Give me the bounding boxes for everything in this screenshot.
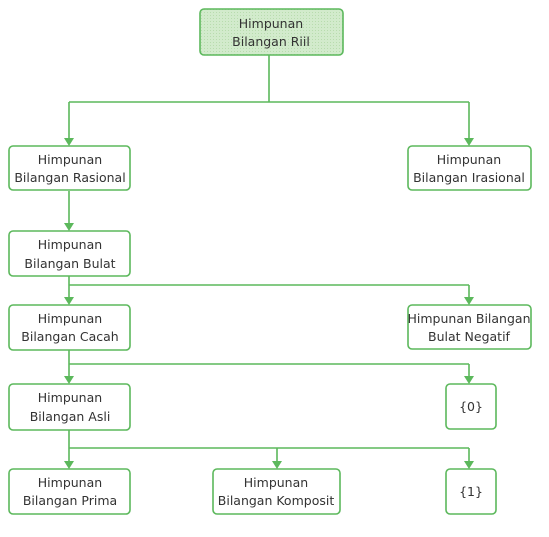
arrowhead-bulat-negatif xyxy=(464,297,474,305)
node-label-line-2: Bilangan Prima xyxy=(23,493,117,508)
node-box xyxy=(8,468,131,515)
node-riil: Himpunan Bilangan Riil xyxy=(199,8,344,56)
arrowhead-satu xyxy=(464,461,474,469)
arrowhead-bulat xyxy=(64,223,74,231)
node-label-line-1: Himpunan xyxy=(38,390,102,405)
edge-cacah-children xyxy=(68,350,470,377)
node-label-line-2: Bulat Negatif xyxy=(428,329,511,344)
node-label-line-2: Bilangan Asli xyxy=(30,409,111,424)
node-label-line-1: Himpunan xyxy=(244,475,308,490)
node-bulat-negatif: Himpunan Bilangan Bulat Negatif xyxy=(407,304,532,350)
edge-bulat-children xyxy=(68,276,470,298)
arrowhead-nol xyxy=(464,376,474,384)
node-label-line-1: {1} xyxy=(459,484,483,499)
node-box xyxy=(199,8,344,56)
node-box xyxy=(212,468,341,515)
arrowhead-irasional xyxy=(464,138,474,146)
node-bulat: Himpunan Bilangan Bulat xyxy=(8,230,131,277)
node-box xyxy=(8,383,131,431)
edge-asli-children xyxy=(68,430,470,462)
node-nol: {0} xyxy=(445,383,497,430)
node-satu: {1} xyxy=(445,468,497,515)
arrowhead-rasional xyxy=(64,138,74,146)
arrowhead-komposit xyxy=(272,461,282,469)
node-label-line-1: Himpunan xyxy=(437,152,501,167)
node-label-line-2: Bilangan Cacah xyxy=(21,329,118,344)
node-label-line-2: Bilangan Komposit xyxy=(218,493,335,508)
arrowhead-prima xyxy=(64,461,74,469)
node-label-line-1: Himpunan xyxy=(38,237,102,252)
node-box xyxy=(8,304,131,351)
node-box xyxy=(445,383,497,430)
node-box xyxy=(8,145,131,191)
node-label-line-2: Bilangan Rasional xyxy=(14,170,125,185)
node-asli: Himpunan Bilangan Asli xyxy=(8,383,131,431)
node-box xyxy=(445,468,497,515)
node-box xyxy=(407,304,532,350)
node-prima: Himpunan Bilangan Prima xyxy=(8,468,131,515)
node-rasional: Himpunan Bilangan Rasional xyxy=(8,145,131,191)
connector-lines xyxy=(64,55,474,469)
node-irasional: Himpunan Bilangan Irasional xyxy=(407,145,532,191)
node-label-line-2: Bilangan Riil xyxy=(232,34,310,49)
edge-riil-children xyxy=(68,55,470,140)
node-label-line-1: Himpunan xyxy=(239,16,303,31)
node-label-line-1: Himpunan xyxy=(38,152,102,167)
node-cacah: Himpunan Bilangan Cacah xyxy=(8,304,131,351)
node-label-line-2: Bilangan Irasional xyxy=(413,170,525,185)
arrowhead-asli xyxy=(64,376,74,384)
node-box xyxy=(8,230,131,277)
arrowhead-cacah xyxy=(64,297,74,305)
node-label-line-1: {0} xyxy=(459,399,483,414)
node-label-line-1: Himpunan Bilangan xyxy=(407,311,530,326)
node-komposit: Himpunan Bilangan Komposit xyxy=(212,468,341,515)
node-label-line-2: Bilangan Bulat xyxy=(24,256,115,271)
node-label-line-1: Himpunan xyxy=(38,475,102,490)
node-box xyxy=(407,145,532,191)
node-label-line-1: Himpunan xyxy=(38,311,102,326)
